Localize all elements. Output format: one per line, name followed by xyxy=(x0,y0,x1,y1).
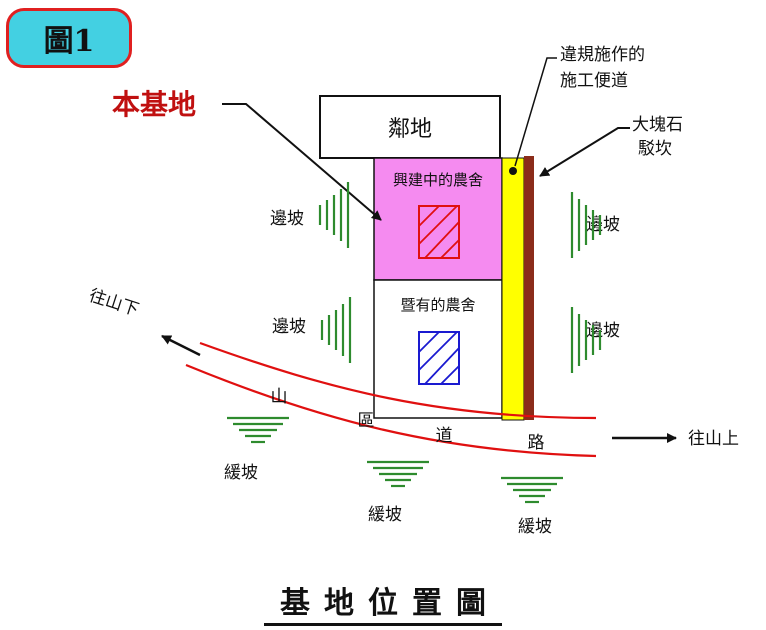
building-new-hatch xyxy=(418,205,460,259)
rock-wall-strip xyxy=(524,156,534,420)
illegal-road-strip xyxy=(501,157,525,421)
building-new xyxy=(373,157,503,281)
figure-badge: 圖1 xyxy=(6,8,132,68)
illegal-road-label-line2: 施工便道 xyxy=(560,71,628,91)
illegal-road-pointer xyxy=(514,57,557,167)
illegal-road-marker xyxy=(509,167,517,175)
slope-label-lower-right: 邊坡 xyxy=(586,321,620,341)
site-label: 本基地 xyxy=(112,88,196,121)
building-existing-hatch xyxy=(418,331,460,385)
neighbor-lot-box xyxy=(319,95,501,159)
downhill-label: 往山下 xyxy=(86,286,141,321)
building-existing-label: 暨有的農舍 xyxy=(400,296,475,314)
building-new-label: 興建中的農舍 xyxy=(393,171,483,189)
road-char-1: 山 xyxy=(271,387,288,407)
road-char-4: 路 xyxy=(528,433,545,453)
illegal-road-label-line1: 違規施作的 xyxy=(560,45,645,65)
site-pointer-arrow xyxy=(222,103,382,221)
neighbor-lot-label: 鄰地 xyxy=(388,117,432,142)
building-existing xyxy=(373,279,503,419)
road-edge-lower xyxy=(185,363,597,458)
diagram-caption-text: 基地位置圖 xyxy=(264,586,502,626)
gentle-slope-label-right: 緩坡 xyxy=(518,517,552,537)
slope-symbols xyxy=(227,182,602,504)
road-char-2: 區 xyxy=(358,411,375,431)
diagram-caption: 基地位置圖 xyxy=(0,578,766,626)
rock-wall-label-line1: 大塊石 xyxy=(632,115,683,135)
slope-label-upper-left: 邊坡 xyxy=(270,209,304,229)
slope-label-lower-left: 邊坡 xyxy=(272,317,306,337)
rock-wall-label-line2: 駁坎 xyxy=(638,139,672,159)
road-edge-upper xyxy=(199,341,597,420)
downhill-arrow xyxy=(161,334,201,357)
rock-wall-pointer-arrow xyxy=(539,127,630,177)
slope-label-upper-right: 邊坡 xyxy=(586,215,620,235)
road-char-3: 道 xyxy=(436,426,453,446)
uphill-label: 往山上 xyxy=(688,429,739,449)
gentle-slope-label-left: 緩坡 xyxy=(224,463,258,483)
gentle-slope-label-middle: 緩坡 xyxy=(368,505,402,525)
